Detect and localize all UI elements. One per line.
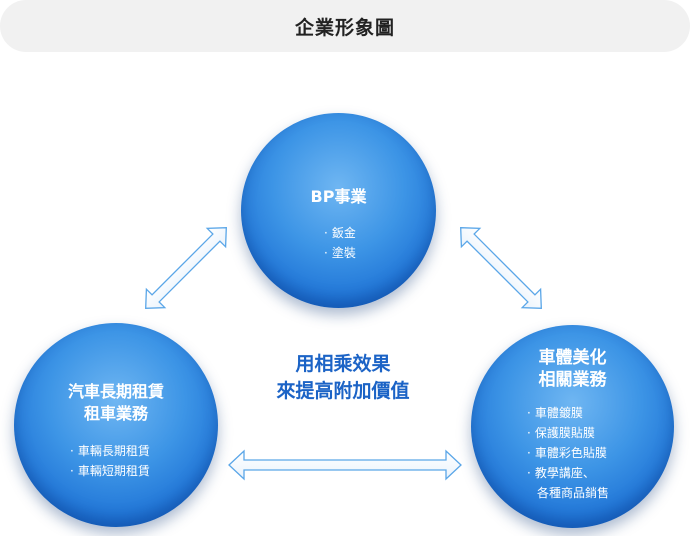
node-beauty-item: 保護膜貼膜 [527, 423, 609, 443]
title-bar: 企業形象圖 [0, 0, 690, 52]
center-slogan-line2: 來提高附加價值 [276, 380, 410, 402]
node-rental-item: 車輛長期租賃 [70, 441, 150, 461]
node-rental-list: 車輛長期租賃 車輛短期租賃 [70, 441, 150, 481]
node-bp-title: BP事業 [310, 187, 367, 206]
node-rental: 汽車長期租賃 租車業務 車輛長期租賃 車輛短期租賃 [14, 323, 218, 527]
node-bp-list: 鈑金 塗裝 [324, 223, 356, 263]
node-rental-title-line1: 汽車長期租賃 [67, 382, 164, 401]
node-beauty-item: 車體彩色貼膜 [527, 443, 609, 463]
node-bp-item: 鈑金 [324, 223, 356, 243]
node-beauty-title-line2: 相關業務 [538, 370, 607, 390]
node-beauty-item: 車體鍍膜 [527, 403, 609, 423]
node-beauty-title-line1: 車體美化 [538, 348, 607, 368]
arrow-bp-beauty [460, 227, 542, 309]
arrow-bp-rental [145, 227, 227, 309]
node-beauty-list: 車體鍍膜 保護膜貼膜 車體彩色貼膜 教學講座、 各種商品銷售 [527, 403, 609, 503]
node-beauty: 車體美化 相關業務 車體鍍膜 保護膜貼膜 車體彩色貼膜 教學講座、 各種商品銷售 [471, 325, 674, 528]
node-bp: BP事業 鈑金 塗裝 [241, 113, 436, 308]
node-rental-item: 車輛短期租賃 [70, 461, 150, 481]
node-beauty-title: 車體美化 相關業務 [471, 347, 674, 391]
node-bp-item: 塗裝 [324, 243, 356, 263]
arrow-rental-beauty [228, 449, 462, 481]
node-beauty-item: 教學講座、 [527, 463, 609, 483]
node-rental-title: 汽車長期租賃 租車業務 [14, 381, 218, 425]
page-title: 企業形象圖 [294, 16, 395, 39]
center-slogan: 用相乘效果 來提高附加價值 [243, 351, 443, 405]
node-beauty-item-continued: 各種商品銷售 [537, 486, 610, 500]
center-slogan-line1: 用相乘效果 [295, 353, 391, 375]
node-rental-title-line2: 租車業務 [83, 404, 148, 423]
